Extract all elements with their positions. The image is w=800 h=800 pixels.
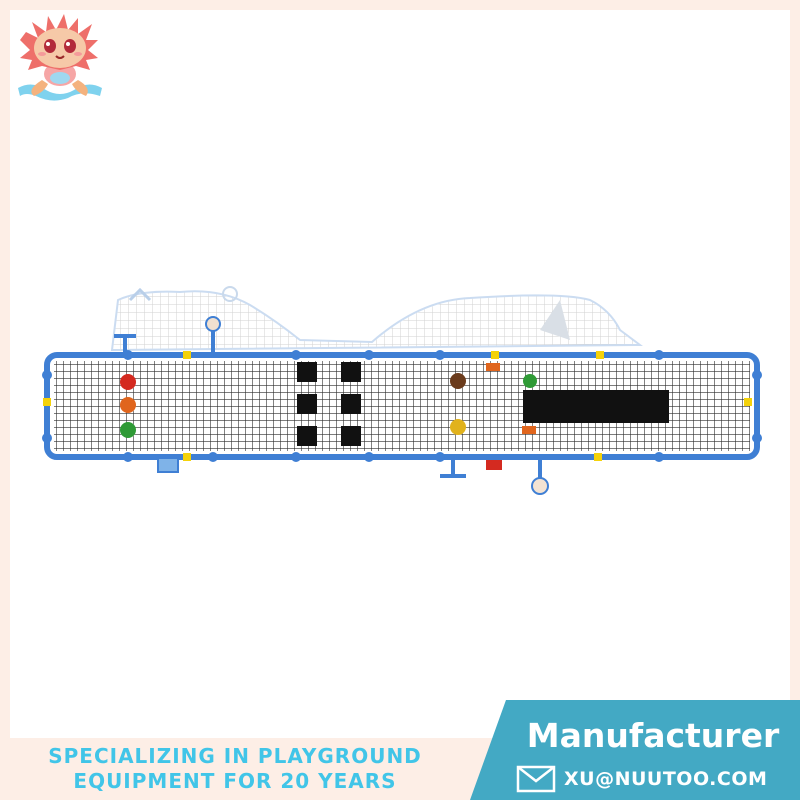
small-slide — [157, 457, 179, 473]
hold-orange — [486, 363, 500, 371]
manufacturer-label: Manufacturer — [526, 716, 780, 755]
pad — [297, 394, 317, 414]
pad — [297, 362, 317, 382]
pad — [341, 362, 361, 382]
hold-yellow — [450, 419, 466, 435]
mascot-icon — [18, 14, 102, 101]
tagline-line-1: SPECIALIZING IN PLAYGROUND — [48, 744, 422, 768]
tagline-line-2: EQUIPMENT FOR 20 YEARS — [73, 769, 397, 793]
bottom-post — [440, 460, 466, 478]
pad — [341, 426, 361, 446]
hold-green — [523, 374, 537, 388]
hold-brown — [450, 373, 466, 389]
hold-orange — [522, 426, 536, 434]
manufacturer-banner — [470, 700, 800, 800]
red-box — [486, 460, 502, 470]
hold-orange — [120, 397, 136, 413]
upper-net-outline — [110, 290, 643, 352]
black-panel — [523, 390, 669, 423]
hold-green — [120, 422, 136, 438]
pad — [341, 394, 361, 414]
envelope-icon — [516, 765, 556, 793]
pad — [297, 426, 317, 446]
tagline-banner — [0, 738, 470, 800]
hold-red — [120, 374, 136, 390]
contact-email[interactable]: XU@NUUTOO.COM — [564, 768, 768, 790]
